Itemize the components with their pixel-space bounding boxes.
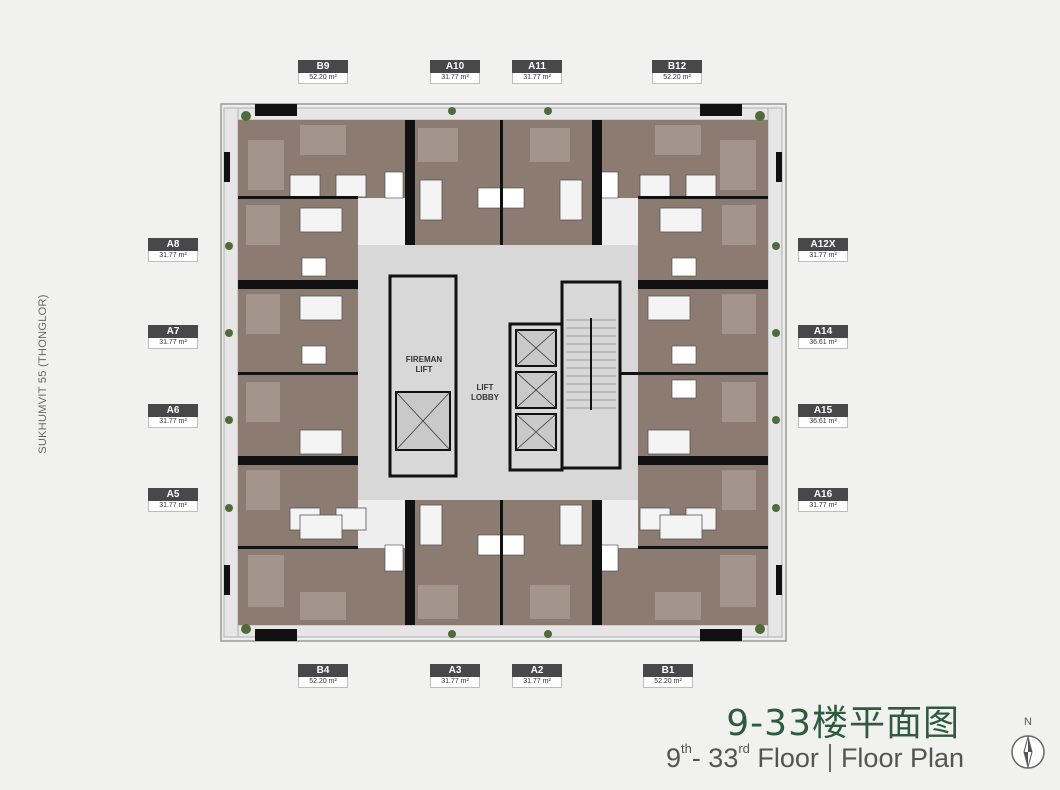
- compass-north-letter: N: [1024, 716, 1032, 728]
- unit-area: 31.77 m²: [148, 338, 198, 349]
- unit-code: B12: [652, 60, 702, 73]
- unit-label-a14[interactable]: A14 36.61 m²: [798, 325, 848, 349]
- unit-code: A8: [148, 238, 198, 251]
- floor-word: Floor: [749, 743, 819, 773]
- floor-end-suffix: rd: [738, 741, 750, 756]
- unit-code: A12X: [798, 238, 848, 251]
- unit-label-a6[interactable]: A6 31.77 m²: [148, 404, 198, 428]
- unit-area: 36.61 m²: [798, 338, 848, 349]
- unit-area: 31.77 m²: [430, 73, 480, 84]
- unit-label-a2[interactable]: A2 31.77 m²: [512, 664, 562, 688]
- unit-area: 31.77 m²: [148, 417, 198, 428]
- unit-label-b1[interactable]: B1 52.20 m²: [643, 664, 693, 688]
- unit-code: A7: [148, 325, 198, 338]
- unit-area: 31.77 m²: [148, 251, 198, 262]
- unit-area: 31.77 m²: [148, 501, 198, 512]
- unit-area: 52.20 m²: [298, 73, 348, 84]
- unit-code: B1: [643, 664, 693, 677]
- unit-code: A15: [798, 404, 848, 417]
- unit-area: 31.77 m²: [430, 677, 480, 688]
- unit-label-b12[interactable]: B12 52.20 m²: [652, 60, 702, 84]
- unit-code: B9: [298, 60, 348, 73]
- floor-title-english: 9th- 33rd Floor Floor Plan: [666, 741, 964, 774]
- balcony-right: [767, 107, 783, 638]
- unit-area: 31.77 m²: [512, 73, 562, 84]
- unit-area: 31.77 m²: [798, 251, 848, 262]
- floor-plan-word: Floor Plan: [840, 743, 964, 773]
- unit-label-a7[interactable]: A7 31.77 m²: [148, 325, 198, 349]
- unit-label-a11[interactable]: A11 31.77 m²: [512, 60, 562, 84]
- compass-icon: [1011, 735, 1045, 769]
- unit-label-a16[interactable]: A16 31.77 m²: [798, 488, 848, 512]
- unit-code: B4: [298, 664, 348, 677]
- unit-label-b9[interactable]: B9 52.20 m²: [298, 60, 348, 84]
- fireman-lift-label: FIREMAN LIFT: [405, 355, 443, 374]
- unit-code: A3: [430, 664, 480, 677]
- lift-lobby-label: LIFT LOBBY: [471, 383, 499, 402]
- street-label: SUKHUMVIT 55 (THONGLOR): [37, 294, 49, 454]
- unit-area: 36.61 m²: [798, 417, 848, 428]
- floor-title-chinese: 9-33楼平面图: [726, 703, 960, 744]
- north-compass: N: [1008, 716, 1048, 774]
- unit-code: A14: [798, 325, 848, 338]
- unit-code: A11: [512, 60, 562, 73]
- unit-area: 52.20 m²: [643, 677, 693, 688]
- unit-area: 52.20 m²: [298, 677, 348, 688]
- unit-label-a15[interactable]: A15 36.61 m²: [798, 404, 848, 428]
- unit-label-a3[interactable]: A3 31.77 m²: [430, 664, 480, 688]
- floor-start: 9: [665, 743, 681, 773]
- unit-label-a8[interactable]: A8 31.77 m²: [148, 238, 198, 262]
- floor-start-suffix: th: [680, 741, 692, 756]
- unit-label-b4[interactable]: B4 52.20 m²: [298, 664, 348, 688]
- unit-label-a10[interactable]: A10 31.77 m²: [430, 60, 480, 84]
- core-corridor-top: [358, 245, 638, 279]
- unit-code: A16: [798, 488, 848, 501]
- title-separator: [828, 744, 831, 772]
- unit-label-a12x[interactable]: A12X 31.77 m²: [798, 238, 848, 262]
- balcony-bottom: [237, 624, 769, 638]
- balcony-top: [237, 107, 769, 121]
- unit-code: A5: [148, 488, 198, 501]
- unit-label-a5[interactable]: A5 31.77 m²: [148, 488, 198, 512]
- unit-area: 52.20 m²: [652, 73, 702, 84]
- unit-code: A6: [148, 404, 198, 417]
- unit-area: 31.77 m²: [798, 501, 848, 512]
- unit-code: A2: [512, 664, 562, 677]
- unit-code: A10: [430, 60, 480, 73]
- balcony-left: [223, 107, 239, 638]
- unit-area: 31.77 m²: [512, 677, 562, 688]
- floor-range-dash: - 33: [691, 743, 739, 773]
